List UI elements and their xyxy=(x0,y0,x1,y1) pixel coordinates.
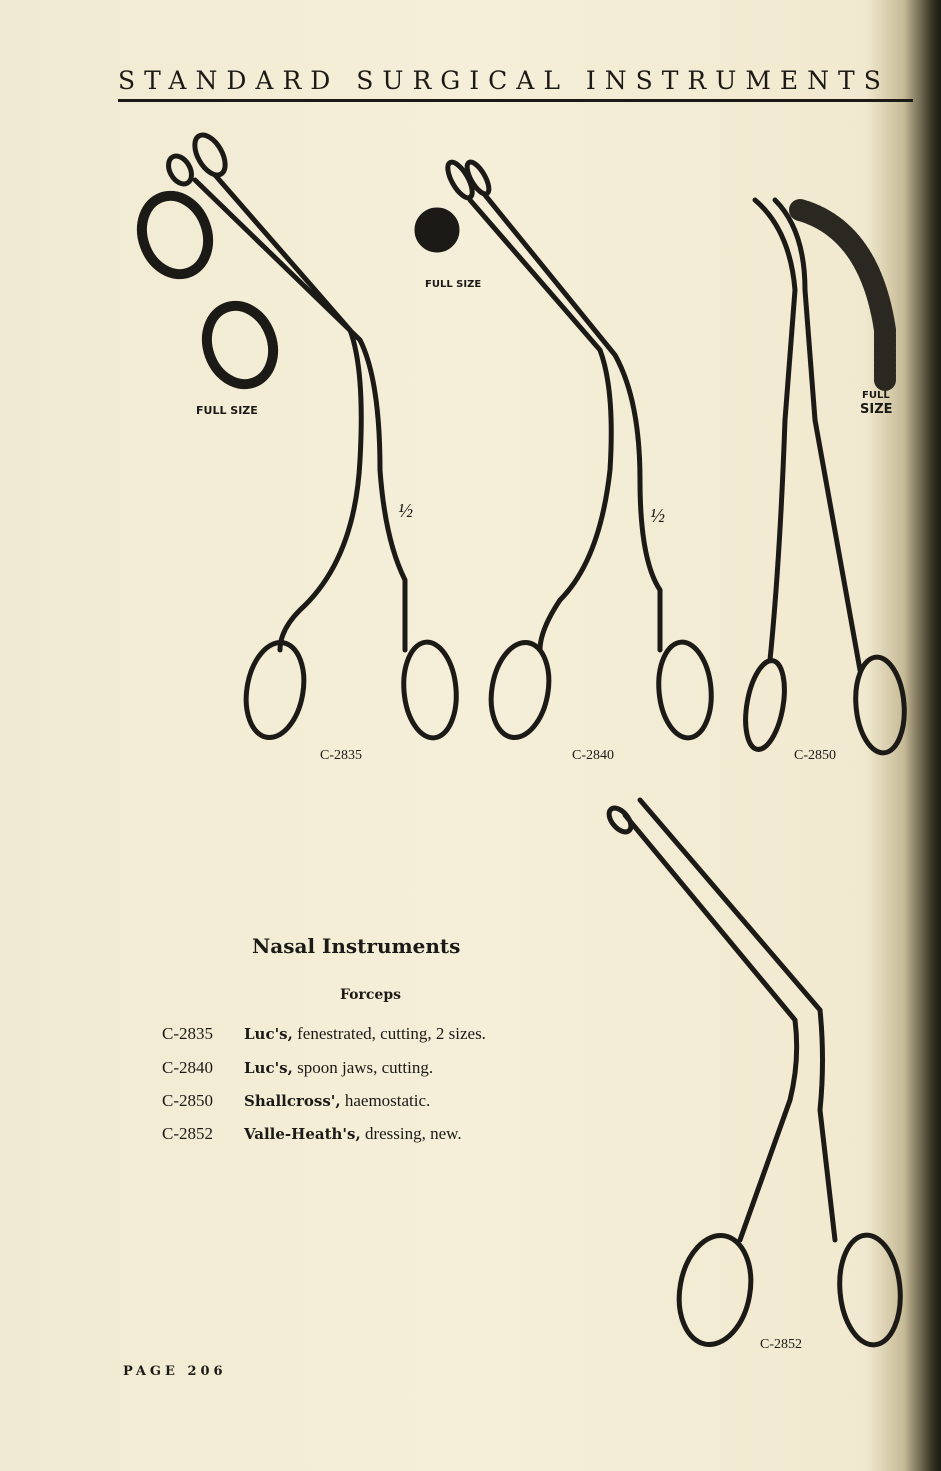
figure-code: C-2840 xyxy=(572,748,614,763)
item-name: Shallcross', xyxy=(244,1092,341,1110)
forceps-c2835-drawing xyxy=(136,132,459,741)
item-code: C-2850 xyxy=(162,1091,213,1110)
forceps-c2850-drawing xyxy=(743,197,907,756)
item-name: Valle-Heath's, xyxy=(244,1125,361,1143)
section-title: Nasal Instruments xyxy=(252,934,461,958)
scale-label: ½ xyxy=(398,500,413,522)
item-description: dressing, new. xyxy=(360,1124,462,1143)
item-description: haemostatic. xyxy=(340,1091,431,1110)
item-description: fenestrated, cutting, 2 sizes. xyxy=(292,1024,486,1043)
forceps-c2852-drawing xyxy=(606,797,903,1348)
full-size-label-line2: SIZE xyxy=(860,402,893,417)
section-subtitle: Forceps xyxy=(340,987,401,1003)
catalog-item: C-2840 Luc's, spoon jaws, cutting. xyxy=(162,1058,433,1078)
full-size-label: FULL SIZE xyxy=(196,404,258,417)
item-code: C-2840 xyxy=(162,1058,213,1077)
scale-label: ½ xyxy=(650,505,665,527)
item-description: spoon jaws, cutting. xyxy=(292,1058,434,1077)
figure-code: C-2835 xyxy=(320,748,362,763)
page-number: PAGE 206 xyxy=(123,1364,227,1379)
item-code: C-2852 xyxy=(162,1124,213,1143)
item-name: Luc's, xyxy=(244,1059,293,1077)
catalog-item: C-2852 Valle-Heath's, dressing, new. xyxy=(162,1124,462,1144)
item-code: C-2835 xyxy=(162,1024,213,1043)
catalog-item: C-2850 Shallcross', haemostatic. xyxy=(162,1091,430,1111)
catalog-item: C-2835 Luc's, fenestrated, cutting, 2 siz… xyxy=(162,1024,486,1044)
forceps-c2840-drawing xyxy=(414,159,714,741)
page-header-title: STANDARD SURGICAL INSTRUMENTS xyxy=(118,66,890,95)
header-rule xyxy=(118,99,913,102)
item-name: Luc's, xyxy=(244,1025,293,1043)
figure-code: C-2850 xyxy=(794,748,836,763)
full-size-label: FULL SIZE xyxy=(425,279,482,290)
figure-code: C-2852 xyxy=(760,1337,802,1352)
full-size-label-line1: FULL xyxy=(862,390,890,401)
